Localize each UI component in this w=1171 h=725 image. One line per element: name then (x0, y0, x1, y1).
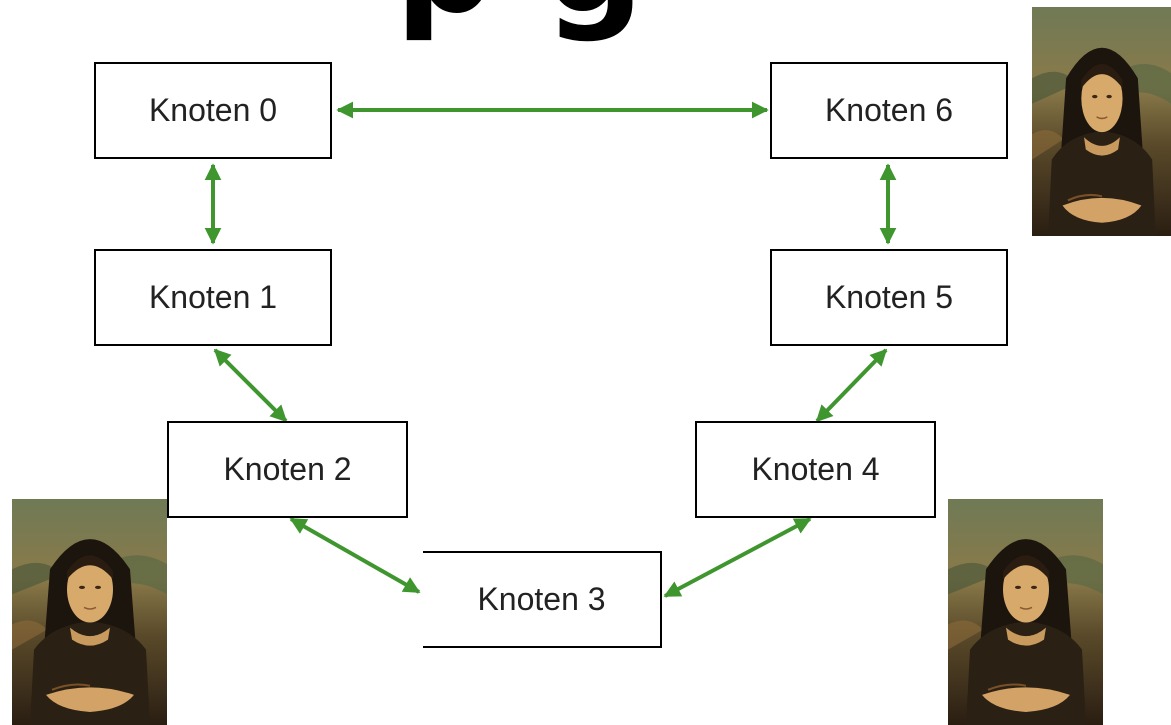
node-label: Knoten 0 (148, 92, 278, 128)
node-label: Knoten 2 (223, 451, 352, 487)
node-label: Knoten 5 (824, 279, 954, 315)
node-knoten-6[interactable]: Knoten 6 (770, 62, 1008, 159)
node-knoten-5[interactable]: Knoten 5 (770, 249, 1008, 346)
node-knoten-4[interactable]: Knoten 4 (695, 421, 936, 518)
edge-n2-n3 (289, 517, 421, 594)
edge-group (204, 101, 897, 598)
node-label: Knoten 3 (477, 581, 606, 617)
title-fragment: p g (395, 0, 1115, 44)
node-label: Knoten 6 (824, 92, 954, 128)
mona-lisa-portrait-bottom-left (12, 499, 167, 725)
edge-n4-n5 (815, 348, 888, 423)
node-knoten-3[interactable]: Knoten 3 (423, 551, 662, 648)
edge-n3-n4 (663, 517, 812, 598)
edge-n1-n2 (213, 348, 288, 423)
mona-lisa-portrait-top-right (1032, 7, 1171, 236)
mona-lisa-portrait-bottom-right (948, 499, 1103, 725)
node-knoten-2[interactable]: Knoten 2 (167, 421, 408, 518)
node-knoten-0[interactable]: Knoten 0 (94, 62, 332, 159)
node-label: Knoten 1 (148, 279, 278, 315)
node-label: Knoten 4 (751, 451, 880, 487)
node-knoten-1[interactable]: Knoten 1 (94, 249, 332, 346)
